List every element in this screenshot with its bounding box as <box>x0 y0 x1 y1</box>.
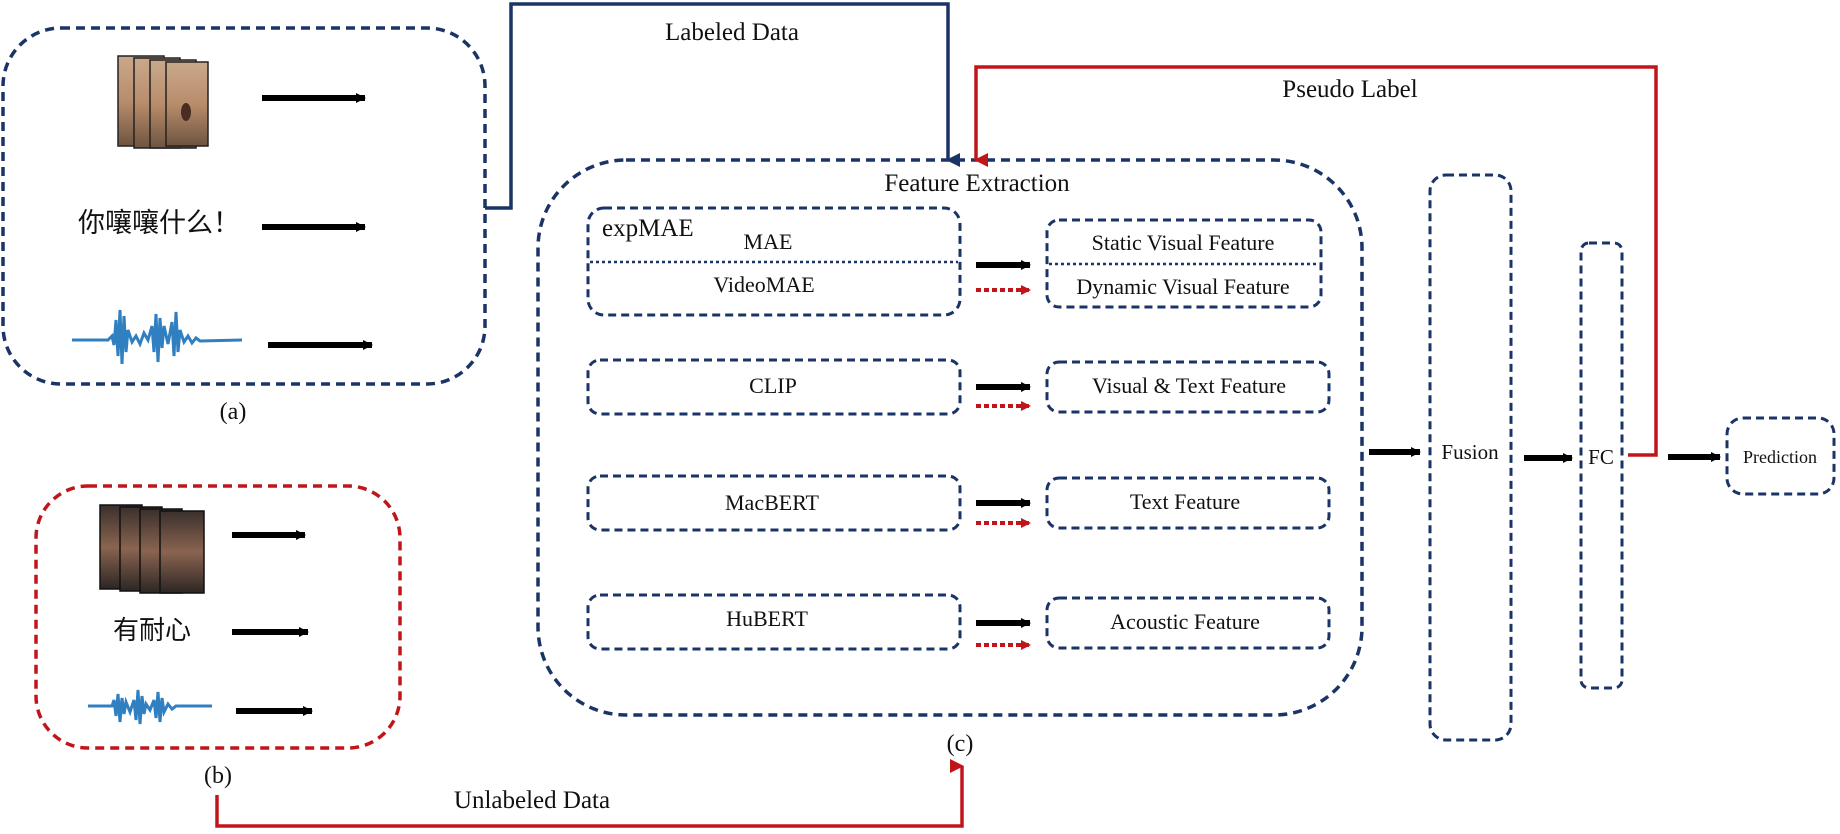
waveform-icon <box>72 309 243 365</box>
pseudo-label-text: Pseudo Label <box>1282 76 1418 103</box>
face-frames-icon <box>117 55 209 149</box>
fusion-box <box>1428 173 1513 742</box>
unlabeled-data-arrow <box>215 759 964 828</box>
encoder-videomae: VideoMAE <box>713 272 815 297</box>
feature-extraction-title: Feature Extraction <box>884 170 1070 197</box>
feature-static-visual: Static Visual Feature <box>1091 230 1275 255</box>
feature-visual-text: Visual & Text Feature <box>1091 373 1287 398</box>
encoder-mae: MAE <box>743 229 793 254</box>
labeled-data-label: Labeled Data <box>665 19 799 46</box>
visual-text-feature-box <box>1045 360 1331 414</box>
fc-box <box>1579 241 1624 690</box>
fc-label: FC <box>1588 445 1614 469</box>
feature-text: Text Feature <box>1129 489 1241 514</box>
panel-label-c: (c) <box>946 731 974 757</box>
fusion-label: Fusion <box>1441 440 1499 464</box>
expmae-label: expMAE <box>602 215 694 242</box>
encoder-macbert: MacBERT <box>725 490 819 515</box>
face-frames-icon <box>99 504 205 594</box>
macbert-encoder-box <box>586 474 962 532</box>
labeled-text-sample: 你嚷嚷什么！ <box>78 208 240 239</box>
unlabeled-data-label: Unlabeled Data <box>453 787 611 814</box>
visual-feature-box <box>1045 218 1323 309</box>
panel-label-b: (b) <box>204 763 232 789</box>
clip-encoder-box <box>586 358 962 416</box>
expmae-encoder-box <box>586 206 962 317</box>
feature-acoustic: Acoustic Feature <box>1110 609 1260 634</box>
encoder-hubert: HuBERT <box>726 606 808 631</box>
acoustic-feature-box <box>1045 596 1331 650</box>
encoder-clip: CLIP <box>749 373 797 398</box>
unlabeled-text-sample: 有耐心 <box>113 616 192 646</box>
unlabeled-data-panel <box>34 484 402 750</box>
hubert-encoder-box <box>586 593 962 651</box>
prediction-box <box>1725 416 1836 496</box>
prediction-label: Prediction <box>1743 447 1817 467</box>
labeled-data-arrow <box>485 2 960 210</box>
waveform-icon <box>88 689 212 725</box>
pseudo-label-arrow <box>974 65 1658 457</box>
feature-dynamic-visual: Dynamic Visual Feature <box>1076 274 1290 299</box>
feature-extraction-panel <box>536 158 1364 717</box>
panel-label-a: (a) <box>219 399 247 425</box>
labeled-data-panel <box>1 26 487 386</box>
text-feature-box <box>1045 476 1331 530</box>
